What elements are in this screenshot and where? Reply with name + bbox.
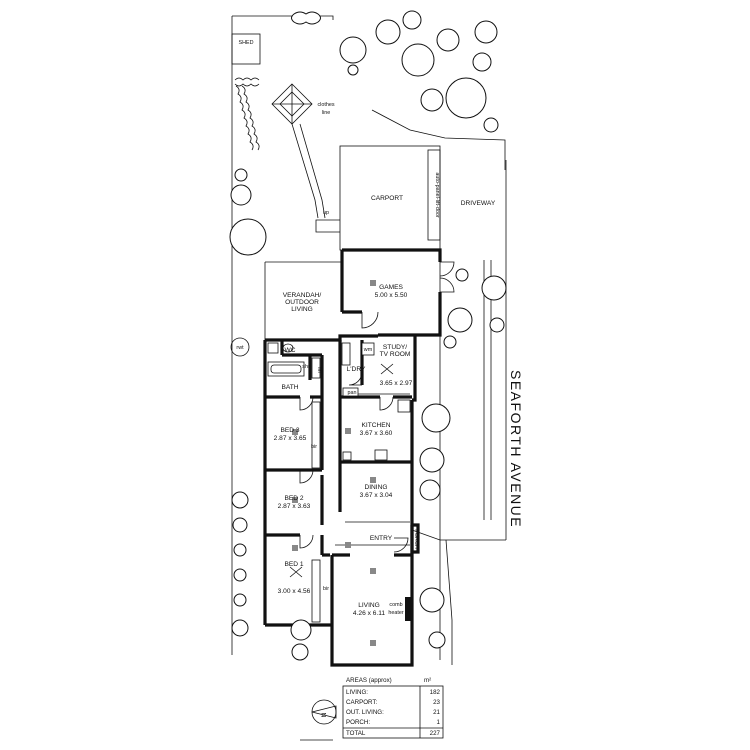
area-row-porch-label: PORCH: bbox=[346, 719, 370, 726]
bed3-label: BED 3 bbox=[280, 427, 299, 434]
study-label: STUDY/ bbox=[383, 344, 407, 351]
area-row-total-label: TOTAL bbox=[346, 730, 366, 737]
games-label: GAMES bbox=[379, 284, 403, 291]
rainwater-tank bbox=[230, 337, 250, 357]
bed2-dim: 2.87 x 3.63 bbox=[278, 503, 311, 510]
trees bbox=[229, 10, 507, 661]
dining-dim: 3.67 x 3.04 bbox=[360, 492, 393, 499]
shed-label: SHED bbox=[239, 40, 254, 46]
slide-markers bbox=[335, 393, 410, 546]
north-label: N bbox=[321, 712, 328, 717]
comb-heater bbox=[405, 597, 412, 621]
garden-hedge bbox=[234, 77, 260, 151]
area-row-living-label: LIVING: bbox=[346, 689, 368, 696]
doors bbox=[299, 261, 455, 553]
verandah-label: VERANDAH/ bbox=[283, 292, 322, 299]
areas-title: AREAS (approx) bbox=[346, 677, 392, 684]
porch-label: PORCH bbox=[413, 529, 419, 549]
fixtures bbox=[267, 342, 412, 623]
dining-label: DINING bbox=[364, 484, 387, 491]
area-row-total-value: 227 bbox=[430, 730, 441, 737]
driveway-label: DRIVEWAY bbox=[461, 200, 496, 207]
area-row-outliving-label: OUT. LIVING: bbox=[346, 709, 384, 716]
bed1-label: BED 1 bbox=[284, 561, 303, 568]
study-label-2: TV ROOM bbox=[380, 351, 411, 358]
living-dim: 4.26 x 6.11 bbox=[353, 610, 385, 617]
ldry-label: L'DRY bbox=[347, 366, 366, 373]
areas-table: AREAS (approx) m² LIVING: 182 CARPORT: 2… bbox=[342, 677, 444, 739]
verandah-label-3: LIVING bbox=[291, 306, 313, 313]
carport-label: CARPORT bbox=[371, 195, 403, 202]
entry-label: ENTRY bbox=[370, 535, 393, 542]
bath-label: BATH bbox=[281, 384, 298, 391]
clothes-line-label-2: line bbox=[322, 110, 330, 116]
comb-label: comb bbox=[389, 602, 402, 608]
areas-unit: m² bbox=[424, 677, 431, 684]
clothes-line-label: clothes bbox=[317, 102, 334, 108]
bed1-dim: 3.00 x 4.56 bbox=[278, 588, 311, 595]
clothes-line bbox=[271, 83, 326, 219]
verandah-label-2: OUTDOOR bbox=[285, 299, 319, 306]
fans bbox=[289, 363, 394, 578]
ceiling-marks bbox=[292, 280, 376, 646]
area-row-carport-value: 23 bbox=[433, 699, 440, 706]
bir-label-3: bir bbox=[311, 444, 317, 450]
wm-label: wm bbox=[363, 347, 373, 353]
auto-door-label: auto-panel-lift-door bbox=[434, 172, 440, 217]
room-labels: GAMES 5.00 x 5.50 VERANDAH/ OUTDOOR LIVI… bbox=[236, 284, 419, 617]
shed bbox=[231, 33, 261, 65]
games-dim: 5.00 x 5.50 bbox=[375, 292, 408, 299]
north-arrow: N bbox=[311, 699, 337, 725]
auto-door bbox=[427, 149, 441, 241]
up-label: up bbox=[323, 210, 329, 216]
living-label: LIVING bbox=[358, 602, 380, 609]
study-dim: 3.65 x 2.97 bbox=[380, 380, 413, 387]
bed3-dim: 2.87 x 3.65 bbox=[274, 435, 307, 442]
area-row-porch-value: 1 bbox=[437, 719, 441, 726]
bir-label-1: bir bbox=[323, 586, 329, 592]
bed2-label: BED 2 bbox=[284, 495, 303, 502]
lin-label: lin bbox=[316, 367, 322, 372]
street-name: SEAFORTH AVENUE bbox=[508, 370, 524, 528]
heater-label: heater bbox=[388, 610, 403, 616]
area-row-outliving-value: 21 bbox=[433, 709, 440, 716]
area-row-carport-label: CARPORT: bbox=[346, 699, 377, 706]
shr-label: shr bbox=[302, 364, 310, 370]
site-boundary bbox=[231, 15, 506, 741]
rwt-label: rwt bbox=[236, 345, 244, 351]
wc-label: WC bbox=[285, 347, 296, 354]
kitchen-dim: 3.67 x 3.60 bbox=[360, 430, 393, 437]
area-row-living-value: 182 bbox=[430, 689, 441, 696]
kitchen-label: KITCHEN bbox=[362, 422, 391, 429]
pan-label: pan bbox=[348, 390, 357, 396]
